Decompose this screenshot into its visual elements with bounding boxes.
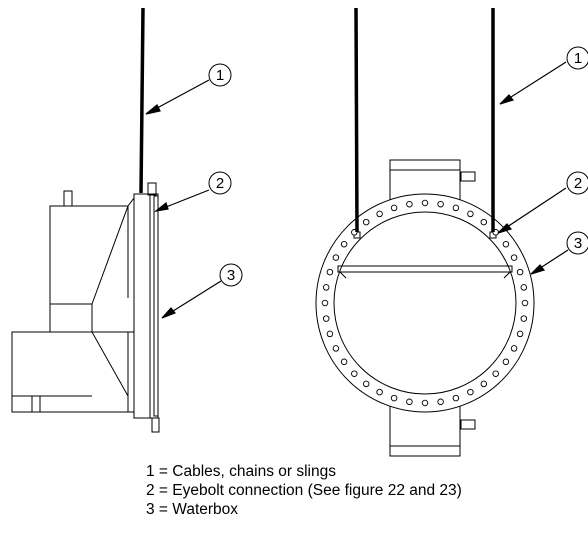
bolt-hole — [516, 268, 524, 276]
bolt-hole — [521, 299, 529, 307]
bolt-hole — [502, 240, 510, 248]
bolt-hole — [332, 345, 340, 352]
legend-item-1: 1 = Cables, chains or slings — [146, 463, 336, 480]
bolt-hole — [510, 345, 518, 352]
bolt-hole — [322, 284, 330, 291]
right-cable-left — [354, 7, 359, 233]
bolt-hole — [321, 299, 329, 307]
bolt-hole — [340, 240, 348, 248]
callout-left-1: 1 — [216, 67, 224, 84]
flange-inner-ring — [333, 211, 517, 395]
bolt-hole — [421, 399, 429, 407]
bolt-hole — [516, 330, 524, 338]
bolt-hole — [406, 398, 413, 406]
divider-plate — [337, 265, 513, 273]
legend: 1 = Cables, chains or slings 2 = Eyebolt… — [146, 462, 576, 519]
legend-item-3: 3 = Waterbox — [146, 501, 239, 518]
bolt-hole — [510, 254, 518, 261]
bolt-hole — [421, 199, 429, 207]
waterbox-front-view — [315, 159, 535, 457]
left-cable — [139, 7, 145, 194]
bolt-hole — [390, 394, 398, 402]
bolt-hole — [452, 394, 460, 402]
bolt-hole — [362, 218, 370, 226]
callout-left-2: 2 — [216, 175, 224, 192]
bolt-hole — [437, 200, 444, 208]
bolt-hole — [376, 210, 383, 218]
legend-item-2: 2 = Eyebolt connection (See figure 22 an… — [146, 482, 462, 499]
bolt-hole — [340, 358, 348, 366]
bolt-hole — [332, 254, 340, 261]
waterbox-side-view — [11, 7, 160, 433]
bolt-hole — [492, 370, 499, 377]
callout-right-2: 2 — [574, 175, 582, 192]
bolt-hole — [467, 388, 474, 396]
bolt-hole — [480, 380, 488, 388]
bolt-hole — [376, 388, 383, 396]
callout-right-3: 3 — [574, 235, 582, 252]
flange-bolt-holes — [321, 199, 529, 407]
bolt-hole — [480, 218, 488, 226]
bolt-hole — [406, 200, 413, 208]
bolt-hole — [351, 370, 358, 377]
lower-nozzle — [11, 331, 135, 413]
bolt-hole — [326, 330, 334, 338]
bolt-hole — [390, 204, 398, 212]
bolt-hole — [520, 284, 528, 291]
bolt-hole — [502, 358, 510, 366]
left-eyebolt — [147, 182, 157, 196]
bolt-hole — [520, 315, 528, 322]
bolt-hole — [452, 204, 460, 212]
bolt-hole — [467, 210, 474, 218]
bolt-hole — [437, 398, 444, 406]
bolt-hole — [326, 268, 334, 276]
callout-right-1: 1 — [574, 50, 582, 67]
callout-left-3: 3 — [227, 267, 235, 284]
bolt-hole — [362, 380, 370, 388]
bolt-hole — [322, 315, 330, 322]
